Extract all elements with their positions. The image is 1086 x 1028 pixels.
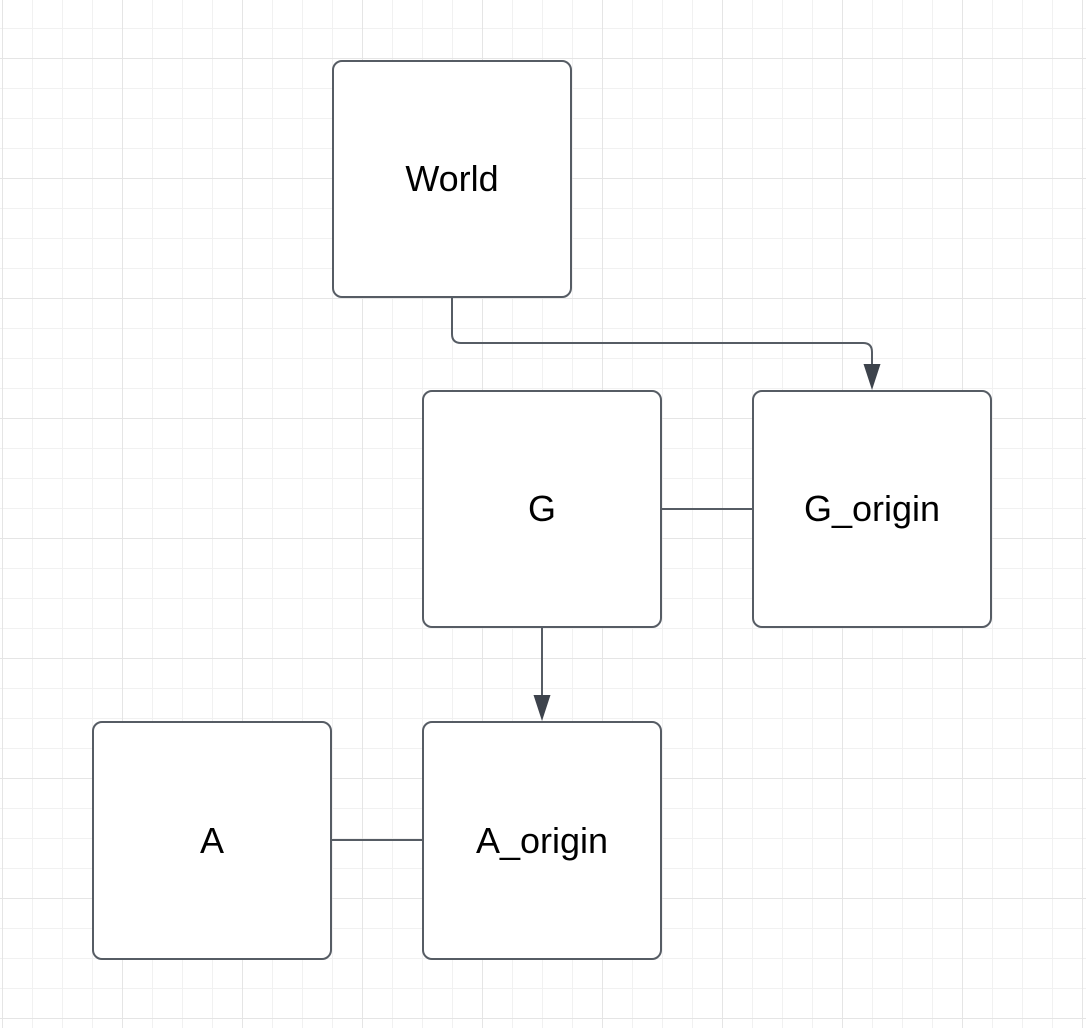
edge-world-g_origin[interactable] bbox=[451, 298, 873, 368]
node-g_origin[interactable]: G_origin bbox=[752, 390, 992, 628]
node-a_origin[interactable]: A_origin bbox=[422, 721, 662, 960]
node-label: G_origin bbox=[803, 488, 941, 530]
node-label: World bbox=[405, 158, 499, 200]
node-a[interactable]: A bbox=[92, 721, 332, 960]
node-label: G bbox=[527, 488, 556, 530]
node-g[interactable]: G bbox=[422, 390, 662, 628]
node-label: A_origin bbox=[475, 819, 609, 861]
node-label: A bbox=[199, 819, 224, 861]
node-world[interactable]: World bbox=[332, 60, 572, 298]
